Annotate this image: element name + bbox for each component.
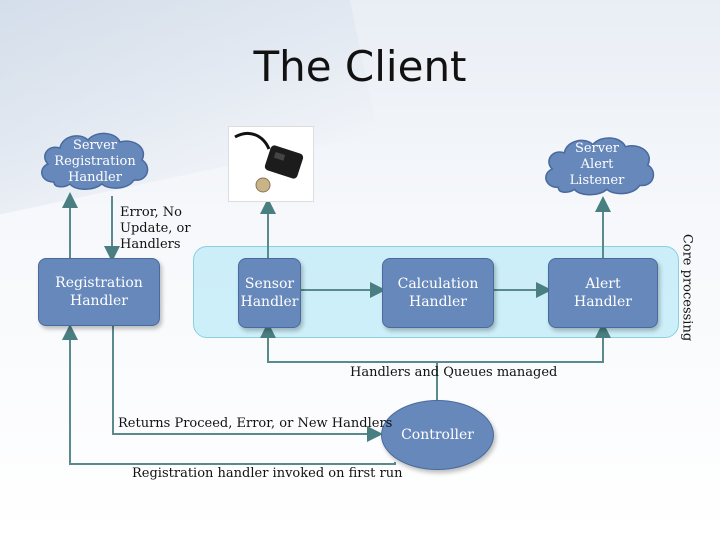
error-update-label: Error, No Update, or Handlers (120, 205, 191, 252)
server-alert-label: Server Alert Listener (569, 141, 625, 188)
registration-handler-node: Registration Handler (38, 258, 160, 326)
returns-label: Returns Proceed, Error, or New Handlers (118, 416, 393, 431)
sensor-handler-node: Sensor Handler (238, 258, 301, 328)
wire-controller-to-reg (62, 324, 396, 465)
invoked-label: Registration handler invoked on first ru… (132, 466, 403, 481)
server-registration-cloud (41, 132, 149, 190)
handlers-queues-label: Handlers and Queues managed (350, 365, 558, 380)
controller-node: Controller (381, 400, 494, 470)
wire-bus (267, 328, 604, 363)
server-registration-label: Server Registration Handler (54, 138, 136, 185)
core-processing-label: Core processing (679, 233, 695, 342)
sensor-device-image (228, 126, 314, 202)
alert-handler-node: Alert Handler (548, 258, 658, 328)
wire-reg-to-controller (112, 326, 383, 442)
slide-title: The Client (253, 42, 467, 91)
calculation-handler-node: Calculation Handler (382, 258, 494, 328)
server-alert-cloud (545, 137, 655, 196)
